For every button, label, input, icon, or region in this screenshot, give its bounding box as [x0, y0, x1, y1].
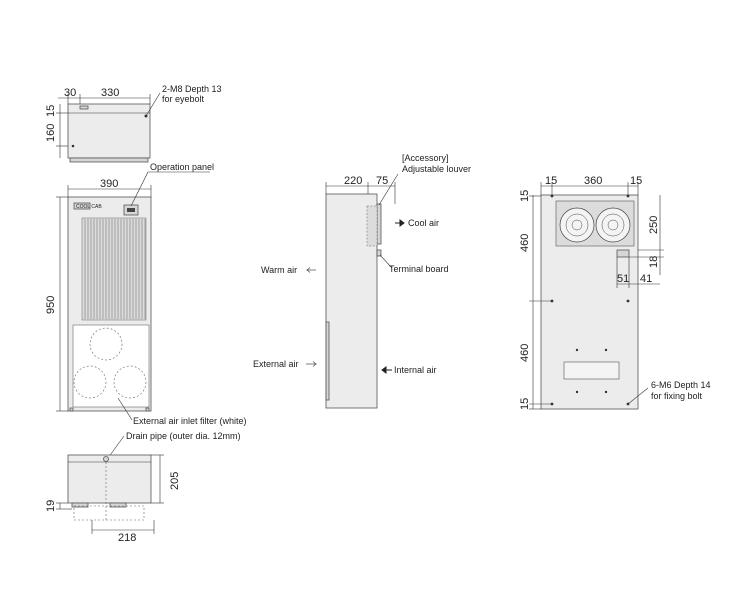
drain-label: Drain pipe (outer dia. 12mm) — [126, 431, 241, 441]
fan-right — [595, 207, 631, 243]
top-view-hole — [71, 144, 75, 148]
top-view: 30 330 15 160 2-M8 Depth 13 for eyebolt — [45, 84, 222, 163]
eyebolt-label-2: for eyebolt — [162, 94, 205, 104]
drain-pipe — [103, 456, 109, 462]
accessory-label: [Accessory] — [402, 153, 449, 163]
dim-390: 390 — [100, 178, 118, 190]
leader-filter — [117, 397, 133, 421]
dim-41: 41 — [640, 273, 652, 285]
dim-220: 220 — [344, 175, 362, 187]
fixing-label-1: 6-M6 Depth 14 — [651, 380, 711, 390]
dim-160: 160 — [45, 124, 57, 142]
side-view: 220 75 [Accessory] Adjustable louver Coo… — [253, 153, 471, 409]
screw-hole — [604, 348, 608, 352]
leader-louver — [378, 173, 399, 206]
internal-air-arrow-icon — [381, 366, 392, 374]
inlet-filter — [72, 324, 150, 408]
operation-panel-display — [127, 208, 135, 212]
front-foot-left — [69, 407, 74, 412]
fan-left — [559, 207, 595, 243]
terminal-board — [376, 249, 382, 257]
dim-18: 18 — [648, 256, 660, 268]
dim-15: 15 — [45, 105, 57, 117]
back-view: 15 360 15 15 250 460 18 51 41 460 15 6-M… — [519, 175, 711, 410]
leader-terminal — [379, 254, 393, 269]
bottom-foot-right — [109, 502, 127, 508]
dim-218: 218 — [118, 532, 136, 544]
warm-air-label: Warm air — [261, 265, 297, 275]
leader-eyebolt — [145, 92, 161, 117]
top-view-eyebolt-left — [79, 105, 89, 110]
leader-fixing — [627, 387, 649, 405]
dim-950: 950 — [45, 296, 57, 314]
screw-hole — [575, 390, 579, 394]
fixing-hole — [550, 194, 554, 198]
terminal-board-label: Terminal board — [389, 264, 449, 274]
warm-air-arrow-icon — [305, 267, 316, 273]
fan-circle-left — [73, 365, 107, 399]
bottom-view: 205 19 218 — [45, 454, 181, 544]
fan-left-icon — [559, 207, 595, 243]
screw-hole — [575, 348, 579, 352]
dim-15a: 15 — [545, 175, 557, 187]
grille-lines — [84, 219, 146, 319]
fan-right-ring-inner — [607, 219, 619, 231]
dim-360: 360 — [584, 175, 602, 187]
cool-air-arrow-icon — [395, 219, 405, 227]
internal-air-label: Internal air — [394, 365, 437, 375]
screw-hole — [604, 390, 608, 394]
filter-label: External air inlet filter (white) — [133, 416, 247, 426]
fan-circle-top — [89, 327, 123, 361]
fan-right-ring — [601, 213, 625, 237]
top-view-body — [67, 103, 151, 159]
fixing-hole — [626, 299, 630, 303]
dim-205: 205 — [169, 472, 181, 490]
dim-51: 51 — [617, 273, 629, 285]
side-view-rear-strip — [325, 321, 330, 401]
front-grille — [81, 217, 147, 321]
fan-circle-right — [113, 365, 147, 399]
dim-15b: 15 — [630, 175, 642, 187]
dim-19: 19 — [45, 500, 57, 512]
operation-panel-label: Operation panel — [150, 162, 214, 172]
back-opening — [563, 361, 620, 380]
fan-left-ring-inner — [571, 219, 583, 231]
leader-operation-panel — [130, 171, 149, 207]
leader-drain — [107, 435, 125, 459]
cool-air-label: Cool air — [408, 218, 439, 228]
fixing-hole — [626, 194, 630, 198]
brand-text: COOL CAB — [76, 204, 102, 210]
eyebolt-label-1: 2-M8 Depth 13 — [162, 84, 222, 94]
dim-330: 330 — [101, 87, 119, 99]
adjustable-louver — [366, 205, 378, 247]
dim-250: 250 — [648, 216, 660, 234]
external-air-label: External air — [253, 359, 299, 369]
fixing-label-2: for fixing bolt — [651, 391, 703, 401]
bottom-foot-left — [71, 502, 89, 508]
louver-bracket — [376, 203, 382, 245]
dim-460-upper: 460 — [519, 234, 531, 252]
dim-75: 75 — [376, 175, 388, 187]
dim-30: 30 — [64, 87, 76, 99]
external-air-arrow-icon — [306, 361, 318, 367]
dim-15-top: 15 — [519, 190, 531, 202]
fan-left-ring — [565, 213, 589, 237]
front-foot-right — [145, 407, 150, 412]
bottom-view-body — [67, 454, 152, 504]
front-view: COOL CAB 390 950 Operation panel Externa… — [45, 162, 247, 459]
bottom-dashed-outline — [73, 505, 145, 521]
brand-plate — [73, 202, 91, 210]
louver-label: Adjustable louver — [402, 164, 471, 174]
dim-460-lower: 460 — [519, 344, 531, 362]
back-terminal-block — [616, 249, 630, 258]
top-view-foot — [69, 157, 149, 163]
dim-15-bottom: 15 — [519, 398, 531, 410]
fan-right-icon — [595, 207, 631, 243]
